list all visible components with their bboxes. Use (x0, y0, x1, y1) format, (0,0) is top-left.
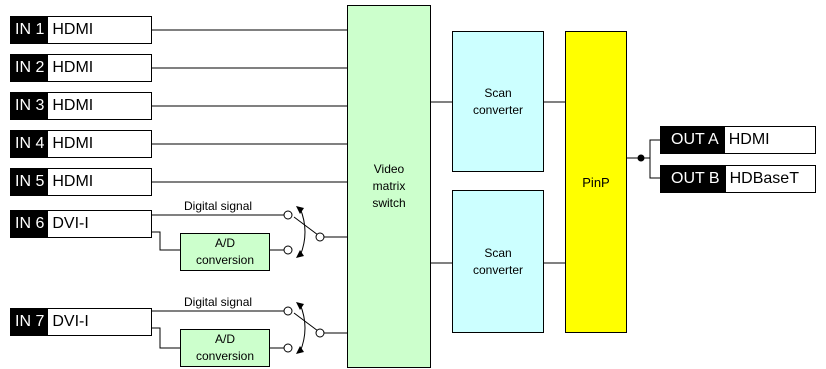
input-port-1-tag: IN 1 (11, 17, 49, 43)
ad-conversion-block-2: A/D conversion (180, 329, 270, 367)
video-matrix-switch-label: Video matrix switch (372, 162, 406, 210)
input-port-2-tag: IN 2 (11, 55, 49, 81)
input-port-3-kind: HDMI (52, 97, 94, 114)
ad-conversion-block-2-label: A/D conversion (195, 332, 255, 363)
input-port-2: IN 2 HDMI (10, 54, 152, 82)
input-port-7: IN 7 DVI-I (10, 308, 152, 336)
input-port-5-kind: HDMI (52, 173, 94, 190)
input-port-1-kind: HDMI (52, 21, 94, 38)
input-port-2-kind: HDMI (52, 59, 94, 76)
output-port-a: OUT A HDMI (660, 126, 816, 154)
output-port-b-tag: OUT B (661, 166, 726, 192)
scan-converter-bottom: Scan converter (452, 190, 544, 333)
pinp-label: PinP (582, 174, 610, 190)
input-port-7-tag: IN 7 (11, 309, 49, 335)
input-port-6-tag: IN 6 (11, 211, 49, 237)
scan-converter-top-label: Scan converter (472, 85, 524, 117)
input-port-4-kind: HDMI (52, 135, 94, 152)
input-port-4-tag: IN 4 (11, 131, 49, 157)
input-port-5-tag: IN 5 (11, 169, 49, 195)
junction-dot (637, 154, 645, 162)
input-port-3: IN 3 HDMI (10, 92, 152, 120)
output-port-b-kind: HDBaseT (729, 170, 799, 187)
output-port-b: OUT B HDBaseT (660, 165, 816, 193)
output-port-a-tag: OUT A (661, 127, 725, 153)
scan-converter-bottom-label: Scan converter (472, 245, 524, 277)
digital-signal-label-2: Digital signal (184, 295, 253, 309)
input-port-6: IN 6 DVI-I (10, 210, 152, 238)
ad-conversion-block-1-label: A/D conversion (195, 236, 255, 267)
input-port-4: IN 4 HDMI (10, 130, 152, 158)
input-port-6-kind: DVI-I (52, 215, 89, 232)
input-port-5: IN 5 HDMI (10, 168, 152, 196)
input-port-7-kind: DVI-I (52, 313, 89, 330)
ad-conversion-block-1: A/D conversion (180, 233, 270, 271)
output-port-a-kind: HDMI (728, 131, 770, 148)
pinp-block: PinP (565, 31, 627, 333)
input-port-1: IN 1 HDMI (10, 16, 152, 44)
input-port-3-tag: IN 3 (11, 93, 49, 119)
scan-converter-top: Scan converter (452, 31, 544, 172)
digital-signal-label-1: Digital signal (184, 199, 253, 213)
video-matrix-switch: Video matrix switch (347, 5, 431, 368)
